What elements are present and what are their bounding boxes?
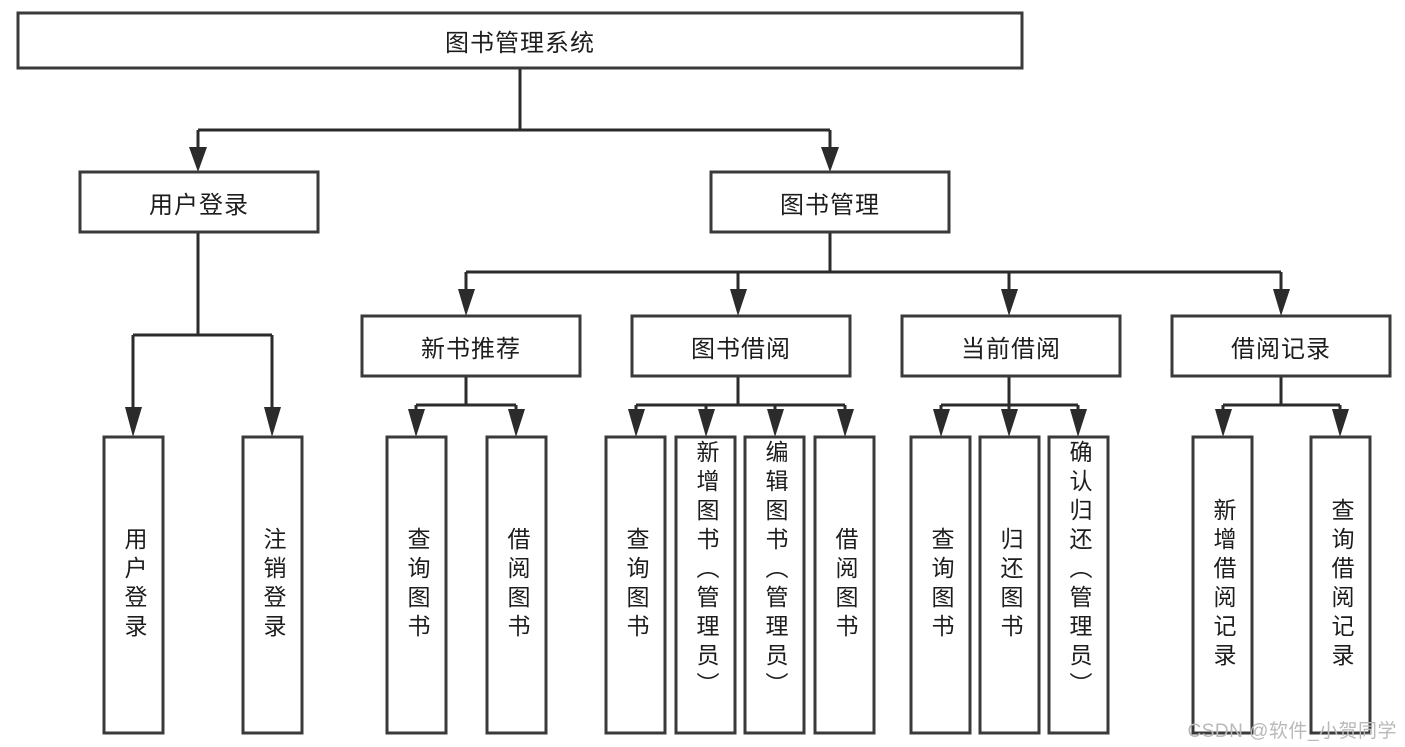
arrowhead-borrow-leaf-3 [767,409,784,437]
arrowhead-leaf-user-login [125,407,142,437]
arrowhead-borrow [730,289,747,316]
arrowhead-recommend [458,289,475,316]
node-layer [16,11,1392,735]
node-box-current-borrow[interactable] [900,314,1122,378]
node-box-borrow-record[interactable] [1170,314,1392,378]
arrowhead-recommend-leaf-2 [508,409,525,437]
leaf-box-borrow-query-book[interactable] [604,435,667,735]
leaf-box-current-confirm-return[interactable] [1047,435,1110,735]
node-box-new-book-recommend[interactable] [360,314,582,378]
node-box-root[interactable] [16,11,1024,70]
arrowhead-recommend-leaf-1 [408,409,425,437]
leaf-box-record-query-record[interactable] [1309,435,1372,735]
leaf-box-borrow-borrow-book[interactable] [813,435,876,735]
arrowhead-current-leaf-2 [1001,409,1018,437]
arrowhead-current-leaf-1 [933,409,950,437]
arrowhead-current [1001,289,1018,316]
arrowhead-borrow-leaf-1 [628,409,645,437]
arrowhead-user-login [189,147,207,172]
arrowhead-current-leaf-3 [1070,409,1087,437]
leaf-box-recommend-borrow-book[interactable] [485,435,548,735]
leaf-box-recommend-query-book[interactable] [385,435,448,735]
arrowhead-leaf-logout [264,407,281,437]
arrowhead-record-leaf-2 [1332,409,1349,437]
leaf-box-borrow-edit-book[interactable] [743,435,806,735]
leaf-box-user-logout[interactable] [241,435,304,735]
arrowhead-borrow-leaf-2 [698,409,715,437]
leaf-box-current-query-book[interactable] [909,435,972,735]
node-box-book-borrow[interactable] [630,314,852,378]
arrowhead-book-mgmt [821,147,839,172]
arrowhead-record [1273,289,1290,316]
node-box-user-login[interactable] [78,170,320,234]
arrowhead-borrow-leaf-4 [837,409,854,437]
connector-layer [125,68,1349,437]
leaf-box-current-return-book[interactable] [978,435,1041,735]
leaf-box-borrow-add-book[interactable] [674,435,737,735]
leaf-box-user-login-query[interactable] [102,435,165,735]
arrowhead-record-leaf-1 [1215,409,1232,437]
leaf-box-record-add-record[interactable] [1191,435,1254,735]
watermark-text: CSDN @软件_小贺同学 [1187,721,1397,742]
node-box-book-management[interactable] [709,170,951,234]
